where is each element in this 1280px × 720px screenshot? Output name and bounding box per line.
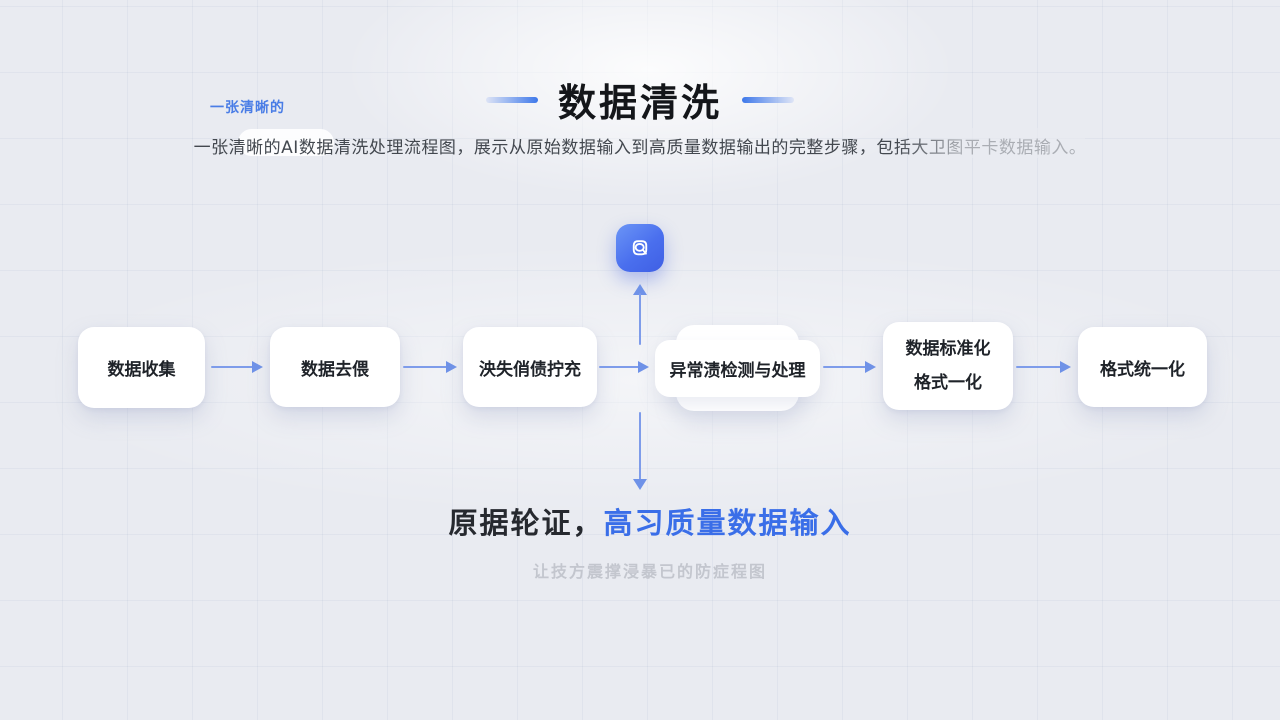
result-heading: 原据轮证，高习质量数据输入 xyxy=(0,500,1280,542)
arrow-head-right-icon xyxy=(446,361,457,373)
flow-node-missing-fill: 泱失俏债拧充 xyxy=(463,327,597,407)
subtitle: 一张清晰的AI数据清洗处理流程图，展示从原始数据输入到高质量数据输出的完整步骤，… xyxy=(193,138,1087,158)
flow-node-label: 异常渍检测与处理 xyxy=(669,360,806,381)
flow-node-label: 数据收集 xyxy=(107,360,176,380)
flow-node-format-unify: 格式统一化 xyxy=(1078,327,1207,407)
arrow-right-4 xyxy=(823,361,876,373)
subtitle-fade-overlay xyxy=(895,128,1085,158)
arrow-right-5 xyxy=(1016,361,1071,373)
arrow-head-right-icon xyxy=(252,361,263,373)
watermark-label: 一张清晰的 xyxy=(210,100,285,116)
flow-node-data-collection: 数据收集 xyxy=(78,327,205,408)
background-glow xyxy=(340,0,960,200)
arrow-head-right-icon xyxy=(638,361,649,373)
title-row: 数据清洗 xyxy=(0,72,1280,127)
flow-node-standardize: 数据标准化 格式一化 xyxy=(883,322,1013,410)
arrow-head-down-icon xyxy=(633,479,647,490)
flow-node-label-line2: 格式一化 xyxy=(914,373,982,393)
subtitle-highlight-pill xyxy=(238,129,334,156)
arrow-head-right-icon xyxy=(865,361,876,373)
flow-node-label: 格式统一化 xyxy=(1100,359,1185,380)
title-dash-left xyxy=(485,96,538,103)
camera-icon xyxy=(616,224,664,272)
page-title: 数据清洗 xyxy=(557,81,722,125)
arrow-up-to-icon xyxy=(633,284,647,345)
arrow-down-to-result xyxy=(633,412,647,490)
footer-caption: 让技方震撑浸暴已的防症程图 xyxy=(532,562,767,581)
arrow-head-up-icon xyxy=(633,284,647,295)
background-glow xyxy=(60,250,1240,510)
flow-node-dedup: 数据去偎 xyxy=(270,327,400,407)
arrow-head-right-icon xyxy=(1060,361,1071,373)
arrow-right-1 xyxy=(211,361,263,373)
flow-node-label-line1: 数据标准化 xyxy=(905,339,991,359)
flow-node-anomaly-detect: 异常渍检测与处理 xyxy=(655,325,820,411)
arrow-right-2 xyxy=(403,361,457,373)
result-heading-dark: 原据轮证， xyxy=(448,506,604,540)
arrow-right-3 xyxy=(599,361,649,373)
flow-node-label: 数据去偎 xyxy=(301,359,369,380)
result-heading-blue: 高习质量数据输入 xyxy=(603,506,852,540)
title-dash-right xyxy=(742,96,794,103)
flow-node-label: 泱失俏债拧充 xyxy=(479,359,581,380)
